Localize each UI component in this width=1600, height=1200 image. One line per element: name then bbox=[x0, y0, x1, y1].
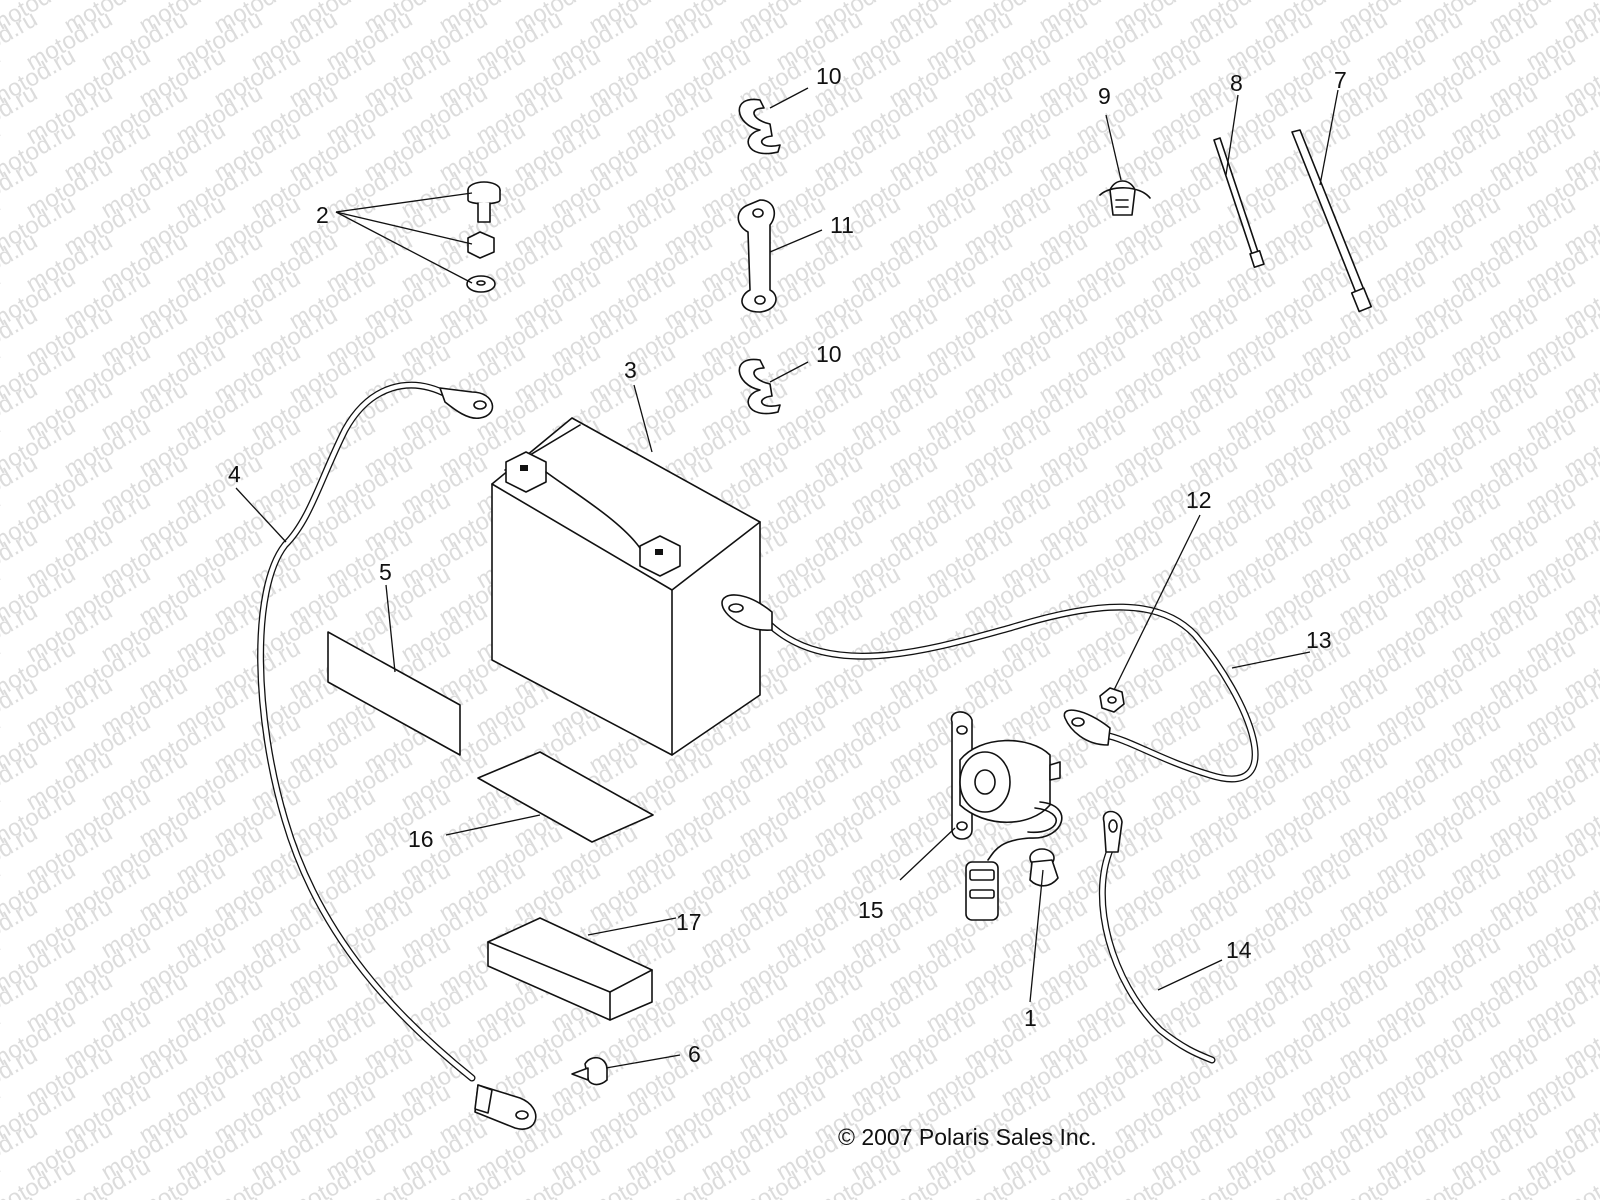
battery-3 bbox=[491, 417, 761, 756]
clip-10-top bbox=[738, 98, 781, 155]
strap-11 bbox=[737, 199, 777, 313]
watermark-text: motod.ru bbox=[0, 1189, 42, 1200]
cable-tie-8 bbox=[1213, 137, 1265, 269]
battery-cable-4 bbox=[257, 381, 537, 1130]
ground-cable-14 bbox=[1098, 810, 1216, 1064]
watermark-text: motod.ru bbox=[0, 1152, 5, 1200]
foam-block-17 bbox=[487, 917, 653, 1021]
clip-10-bottom bbox=[738, 358, 781, 415]
callout-16: 16 bbox=[408, 826, 434, 852]
cable-tie-7 bbox=[1291, 129, 1373, 313]
callout-13: 13 bbox=[1306, 627, 1332, 653]
solenoid-15 bbox=[950, 711, 1063, 921]
leader-lines bbox=[235, 87, 1339, 1069]
callout-6: 6 bbox=[688, 1041, 701, 1067]
callout-14: 14 bbox=[1226, 937, 1252, 963]
callout-15: 15 bbox=[858, 897, 884, 923]
parts-layer bbox=[257, 98, 1373, 1130]
callout-3: 3 bbox=[624, 357, 637, 383]
callout-17: 17 bbox=[676, 909, 702, 935]
callout-9: 9 bbox=[1098, 83, 1111, 109]
callout-8: 8 bbox=[1230, 70, 1243, 96]
callout-5: 5 bbox=[379, 559, 392, 585]
callout-2: 2 bbox=[316, 202, 329, 228]
callout-10-top: 10 bbox=[816, 63, 842, 89]
callout-12: 12 bbox=[1186, 487, 1212, 513]
hardware-set-2 bbox=[466, 181, 501, 293]
pad-16 bbox=[477, 751, 654, 843]
label-5 bbox=[327, 631, 461, 756]
copyright-notice: © 2007 Polaris Sales Inc. bbox=[838, 1124, 1097, 1150]
callout-labels: 1 2 3 4 5 6 7 8 9 10 10 11 12 13 14 15 1… bbox=[228, 63, 1347, 1067]
callout-1: 1 bbox=[1024, 1005, 1037, 1031]
nut-12 bbox=[1099, 687, 1125, 713]
callout-11: 11 bbox=[830, 212, 854, 238]
callout-4: 4 bbox=[228, 461, 241, 487]
push-clip-9 bbox=[1099, 180, 1151, 216]
callout-10-bottom: 10 bbox=[816, 341, 842, 367]
callout-7: 7 bbox=[1334, 67, 1347, 93]
screw-6 bbox=[571, 1056, 608, 1086]
battery-cable-13 bbox=[721, 594, 1259, 783]
bolt-1 bbox=[1029, 848, 1059, 887]
